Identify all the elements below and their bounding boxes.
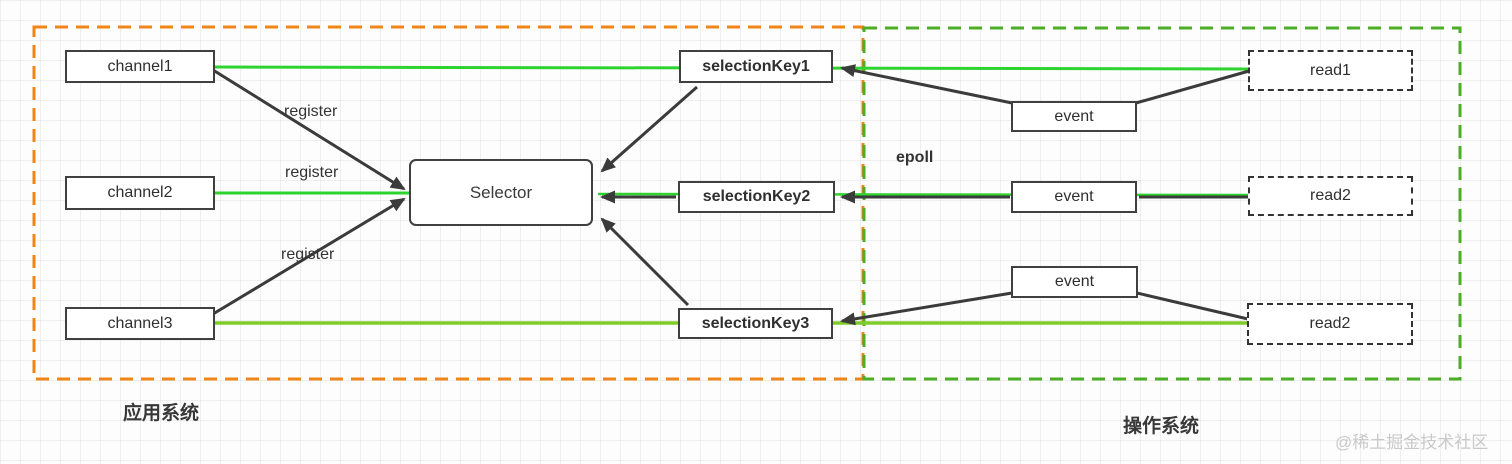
channel1-node: channel1 bbox=[65, 50, 215, 83]
selectionkey3-node: selectionKey3 bbox=[678, 308, 833, 339]
selectionkey1-node: selectionKey1 bbox=[679, 50, 833, 83]
register-label-2: register bbox=[285, 164, 339, 181]
selector-node: Selector bbox=[409, 159, 593, 226]
arrow-channel3-register-selector bbox=[212, 197, 406, 316]
channel2-node: channel2 bbox=[65, 176, 215, 210]
arrow-event1-selectionkey1 bbox=[840, 64, 1013, 105]
arrow-event3-selectionkey3 bbox=[840, 291, 1013, 326]
register-label-3: register bbox=[281, 246, 335, 263]
arrow-selectionkey1-selector bbox=[600, 85, 698, 173]
channel3-node: channel3 bbox=[65, 307, 215, 340]
application-zone-border bbox=[32, 25, 865, 381]
read2-node-row2: read2 bbox=[1248, 176, 1413, 216]
black-connectors bbox=[212, 64, 1250, 326]
os-zone-label: 操作系统 bbox=[1123, 416, 1200, 437]
line-event1-read1 bbox=[1135, 69, 1250, 105]
event-node-1: event bbox=[1011, 101, 1137, 132]
epoll-label: epoll bbox=[896, 149, 934, 166]
event-node-2: event bbox=[1011, 181, 1137, 213]
os-zone-border bbox=[862, 26, 1462, 381]
read1-node: read1 bbox=[1248, 50, 1413, 91]
application-zone-label: 应用系统 bbox=[123, 403, 200, 424]
line-event3-read2 bbox=[1136, 291, 1249, 321]
register-label-1: register bbox=[284, 103, 338, 120]
read2-node-row3: read2 bbox=[1247, 303, 1413, 345]
arrow-channel1-register-selector bbox=[212, 68, 406, 191]
watermark: @稀土掘金技术社区 bbox=[1335, 433, 1489, 452]
event-node-3: event bbox=[1011, 266, 1138, 298]
selectionkey2-node: selectionKey2 bbox=[678, 181, 835, 213]
arrow-selectionkey3-selector bbox=[600, 217, 690, 307]
